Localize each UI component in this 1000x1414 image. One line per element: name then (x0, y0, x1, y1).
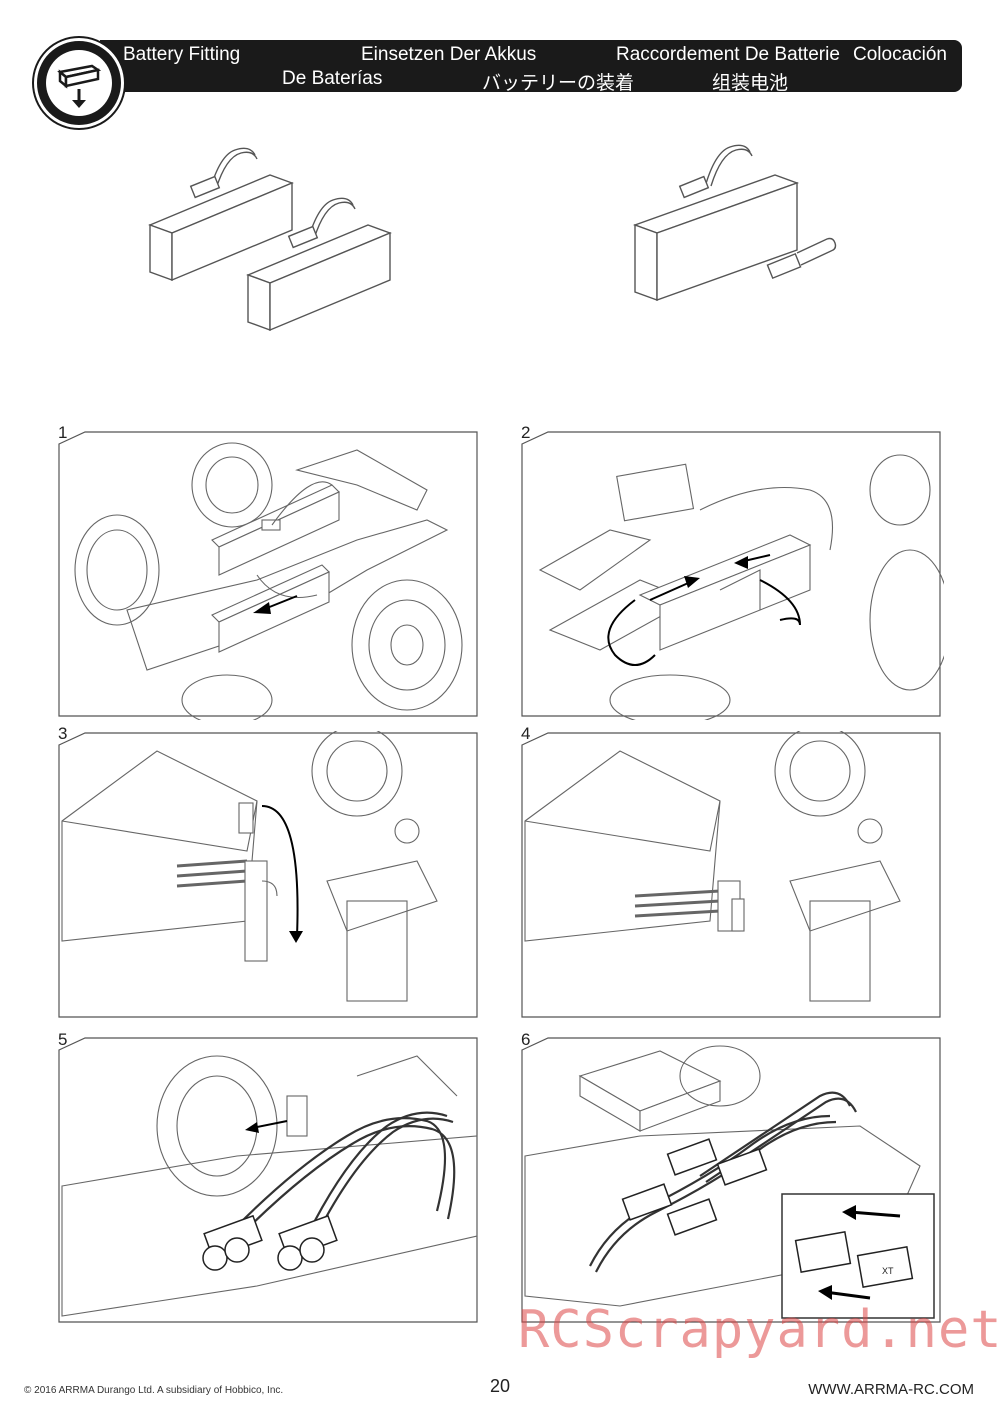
step-number: 1 (58, 423, 68, 442)
title-japanese: バッテリーの装着 (482, 73, 635, 94)
title-english: Battery Fitting (123, 44, 241, 65)
battery-pair-illustration (148, 147, 392, 332)
title-german: Einsetzen Der Akkus (361, 44, 537, 65)
step-number: 3 (58, 724, 68, 743)
header-icon-badge (34, 38, 124, 128)
step-number: 6 (521, 1030, 531, 1049)
title-spanish-part1: Colocación (853, 44, 947, 65)
title-spanish-part2: De Baterías (282, 68, 383, 89)
battery-single-illustration (632, 144, 837, 301)
step-number: 5 (58, 1030, 68, 1049)
step-4-panel (521, 731, 941, 1018)
step-1-panel (58, 431, 478, 720)
step-5-panel (58, 1037, 478, 1323)
connector-label: XT (882, 1266, 894, 1276)
footer-website-link[interactable]: WWW.ARRMA-RC.COM (808, 1381, 974, 1398)
title-chinese: 组装电池 (712, 73, 789, 94)
step-3-panel (58, 731, 478, 1018)
step-2-panel (521, 431, 944, 720)
step-6-panel: XT (521, 1037, 941, 1323)
header-bar (100, 40, 962, 92)
footer-copyright: © 2016 ARRMA Durango Ltd. A subsidiary o… (24, 1385, 284, 1396)
title-french: Raccordement De Batterie (616, 44, 840, 65)
watermark: RCScrapyard.net (518, 1300, 1000, 1360)
battery-install-icon (57, 64, 102, 108)
step-number: 2 (521, 423, 531, 442)
page-number: 20 (489, 1376, 511, 1396)
step-number: 4 (521, 724, 531, 743)
